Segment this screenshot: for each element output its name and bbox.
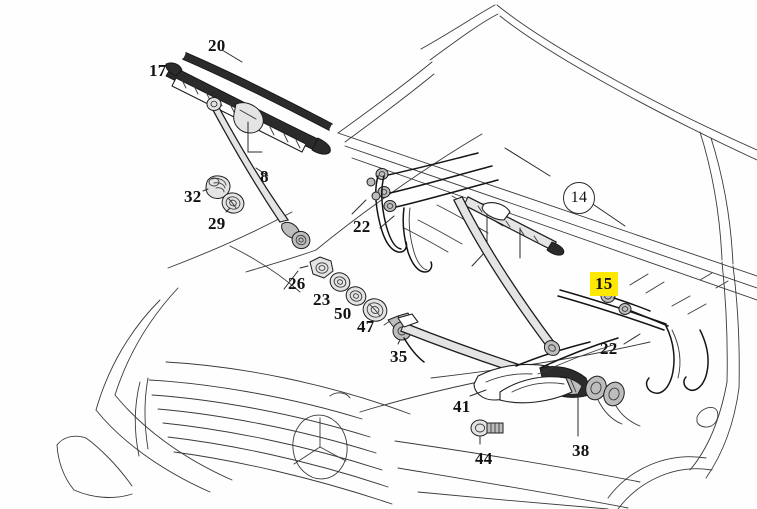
- wiper-linkage-assembly: [397, 313, 641, 437]
- wiper-blade-assembly: [165, 49, 333, 155]
- callout-26: 26: [288, 274, 306, 293]
- mercedes-star-emblem: [292, 414, 348, 480]
- passenger-wiper-blade: [463, 196, 565, 267]
- callout-22-right: 22: [600, 339, 618, 358]
- callout-14-circle: 14: [563, 182, 595, 214]
- callout-20: 20: [208, 36, 226, 55]
- callout-23: 23: [313, 290, 331, 309]
- callout-35: 35: [390, 347, 408, 366]
- detail-callout-14-leaders: [504, 147, 626, 227]
- callout-29: 29: [208, 214, 226, 233]
- fastener-stack: [283, 256, 388, 322]
- callout-15-highlighted: 15: [590, 272, 618, 296]
- callout-47: 47: [357, 317, 375, 336]
- callout-8: 8: [260, 167, 269, 186]
- passenger-wiper-arm: [453, 196, 561, 356]
- vehicle-body-outline: [56, 4, 757, 509]
- callout-22-left: 22: [353, 217, 371, 236]
- callout-50: 50: [334, 304, 352, 323]
- cap-nut-32: [202, 175, 231, 199]
- washer-29: [221, 192, 245, 214]
- washer-hose-system-left: [351, 152, 499, 273]
- callout-32: 32: [184, 187, 202, 206]
- wiper-arm-driver: [206, 97, 311, 293]
- callout-41: 41: [453, 397, 471, 416]
- callout-17: 17: [149, 61, 167, 80]
- mounting-bolt-44: [470, 419, 504, 445]
- callout-44: 44: [475, 449, 493, 468]
- callout-38: 38: [572, 441, 590, 460]
